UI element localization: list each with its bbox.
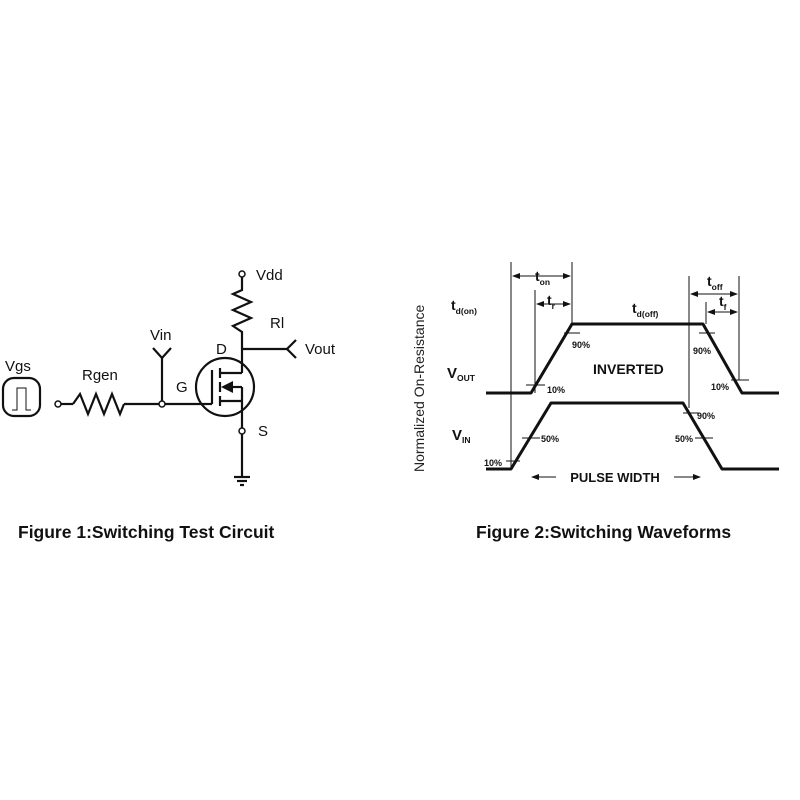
vgs-label: Vgs [5, 358, 31, 375]
vin-node [158, 400, 166, 408]
drain-label: D [216, 341, 227, 358]
vin-label: VIN [452, 427, 471, 445]
toff-arrow [690, 291, 738, 297]
pulse-icon [12, 387, 31, 411]
y-axis-label: Normalized On-Resistance [411, 305, 427, 472]
pct-vin-fall-90: 90% [697, 411, 715, 421]
pct-vin-rise-10: 10% [484, 458, 502, 468]
vdd-label: Vdd [256, 267, 283, 284]
td-off-label: td(off) [632, 300, 659, 319]
figure2-caption: Figure 2:Switching Waveforms [476, 522, 731, 542]
tr-arrow [536, 301, 571, 307]
pct-vin-rise-50: 50% [541, 434, 559, 444]
gate-label: G [176, 379, 188, 396]
pct-vin-fall-50: 50% [675, 434, 693, 444]
ground-icon [234, 475, 250, 487]
pulse-width-label: PULSE WIDTH [570, 470, 660, 485]
source-label: S [258, 423, 268, 440]
rgen-resistor [72, 391, 126, 417]
mosfet-symbol [194, 356, 256, 418]
toff-label: toff [707, 273, 723, 292]
vout-probe-arrow [285, 339, 297, 359]
vout-waveform [486, 322, 779, 395]
source-terminal [238, 427, 246, 435]
tr-label: tr [547, 292, 556, 311]
switching-waveforms: Normalized On-Resistance [411, 262, 779, 542]
vout-label: Vout [305, 341, 336, 358]
input-terminal [54, 400, 62, 408]
pct-vout-rise-90: 90% [572, 340, 590, 350]
rgen-label: Rgen [82, 367, 118, 384]
pct-vout-rise-10: 10% [547, 385, 565, 395]
tf-arrow [707, 309, 738, 315]
pct-vout-fall-10: 10% [711, 382, 729, 392]
switching-test-circuit: Vgs Rgen Vin G D Vdd [1, 267, 336, 542]
figure1-caption: Figure 1:Switching Test Circuit [18, 522, 275, 542]
pulse-width-arrow [531, 474, 701, 480]
ton-arrow [512, 273, 571, 279]
rl-label: Rl [270, 315, 284, 332]
pulse-source-symbol [1, 376, 42, 418]
body-arrow-icon [221, 381, 233, 393]
vin-probe-arrow [152, 347, 172, 360]
rl-resistor [230, 277, 254, 336]
inverted-label: INVERTED [593, 361, 664, 377]
td-on-label: td(on) [451, 297, 477, 316]
ton-label: ton [535, 268, 550, 287]
pct-vout-fall-90: 90% [693, 346, 711, 356]
vin-waveform [486, 401, 779, 471]
vout-label: VOUT [447, 365, 476, 383]
vin-label: Vin [150, 327, 171, 344]
vdd-terminal [238, 270, 246, 278]
tf-label: tf [719, 293, 727, 312]
